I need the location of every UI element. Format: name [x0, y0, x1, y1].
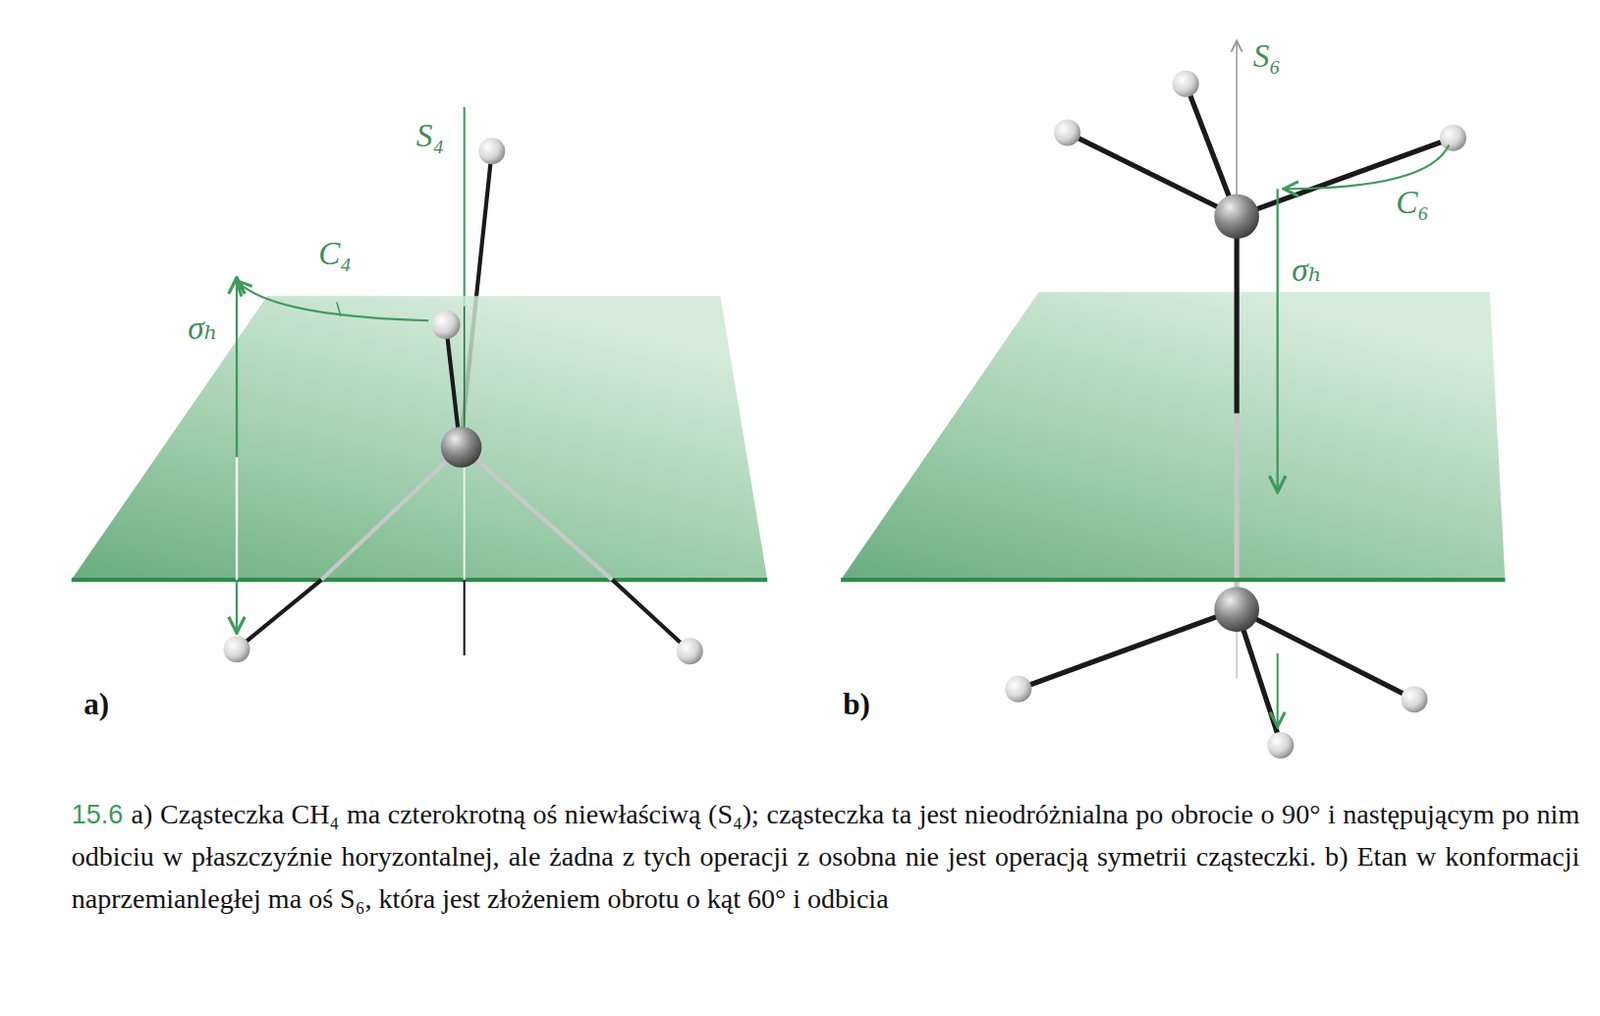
figure-number: 15.6 [71, 798, 124, 829]
leader-line [336, 302, 341, 318]
h-atom [478, 137, 505, 165]
bond [1067, 132, 1237, 217]
s4-axis [463, 579, 466, 656]
rotation-arc [236, 280, 429, 322]
panel-b [840, 41, 1505, 759]
bond [445, 324, 460, 439]
h-atom [1053, 119, 1081, 147]
panel-label: b) [842, 688, 871, 719]
reflection-arrow [1276, 653, 1279, 727]
reflection-arrow [1276, 188, 1279, 493]
c-atom [441, 426, 483, 468]
s6-axis [1235, 41, 1238, 218]
reflection-arrow [235, 277, 238, 458]
plane-label: σₕ [187, 311, 219, 344]
h-atom [1439, 124, 1467, 152]
mirror-plane [71, 295, 769, 580]
axis-label: C₆ [1395, 185, 1430, 219]
h-atom [1004, 675, 1032, 703]
axis-label: S₄ [416, 118, 444, 152]
bond [1018, 608, 1237, 689]
bond [236, 579, 322, 650]
h-atom [1172, 70, 1200, 98]
bond [611, 579, 690, 652]
bond [321, 448, 459, 580]
figure-caption: 15.6a) Cząsteczka CH₄ ma czterokrotną oś… [71, 793, 1580, 920]
bond [1234, 413, 1240, 603]
plane-label: σₕ [1291, 253, 1323, 286]
c-atom [1213, 193, 1260, 239]
reflection-arrow [235, 456, 238, 580]
axis-label: S₆ [1253, 38, 1281, 71]
h-atom [431, 310, 460, 339]
s4-axis [463, 306, 466, 447]
plane-edge [71, 577, 769, 582]
h-atom [1400, 685, 1428, 713]
plane-edge [840, 577, 1505, 582]
rotation-arc [1283, 145, 1449, 190]
panel-label: a) [83, 688, 110, 719]
h-atom [676, 637, 704, 664]
bond [1234, 216, 1240, 414]
reflection-arrow [235, 579, 238, 633]
mirror-plane [840, 291, 1505, 580]
bond [464, 448, 613, 580]
caption-text: a) Cząsteczka CH₄ ma czterokrotną oś nie… [71, 798, 1580, 913]
panel-a [71, 107, 769, 664]
axis-label: C₄ [318, 236, 352, 270]
c-atom [1213, 586, 1260, 632]
s4-axis [463, 459, 466, 581]
h-atom [1267, 731, 1294, 759]
s4-axis [463, 107, 466, 307]
h-atom [223, 635, 251, 663]
